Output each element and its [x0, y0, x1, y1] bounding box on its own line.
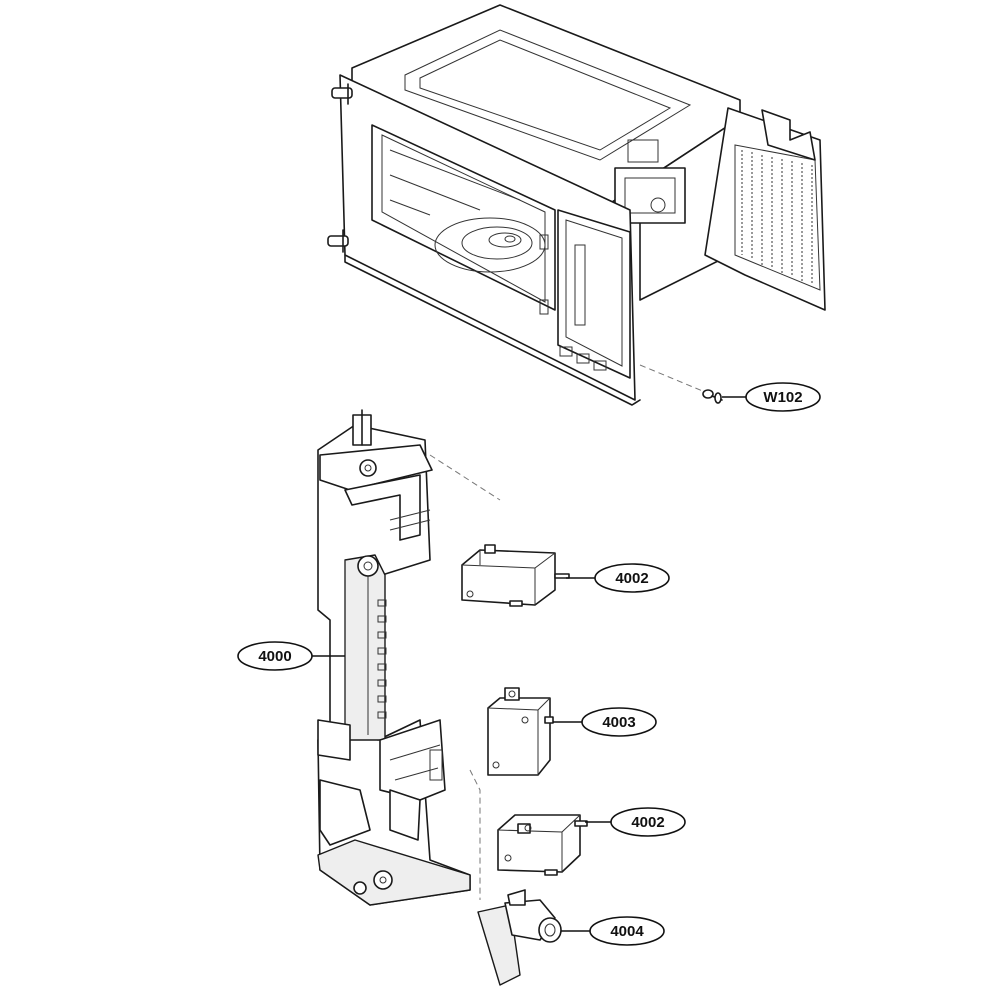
callout-4000-label: 4000: [258, 648, 291, 665]
callout-4000: 4000: [237, 641, 345, 671]
callout-4003: 4003: [553, 707, 657, 737]
callout-4002-lower-label: 4002: [631, 814, 664, 831]
callout-4004: 4004: [561, 916, 665, 946]
vent-grille: [741, 150, 813, 285]
callout-4003-label: 4003: [602, 714, 635, 731]
callout-w102-label: W102: [763, 389, 802, 406]
microwave-cavity-assembly: [327, 4, 826, 406]
callout-w102: W102: [722, 382, 821, 412]
switch-4003-part: [487, 687, 554, 776]
callout-4002-upper: 4002: [566, 563, 670, 593]
switch-4002-upper-part: [461, 544, 570, 607]
rack-teeth: [377, 599, 387, 719]
guide-line-upper: [429, 454, 501, 501]
latch-board-part: [317, 409, 471, 906]
lever-4004-part: [477, 889, 562, 986]
switch-4002-lower-part: [497, 814, 588, 876]
guide-line-lower: [469, 769, 481, 900]
screw-w102-part: [702, 389, 723, 404]
callout-4004-label: 4004: [610, 923, 644, 940]
callout-4002-lower: 4002: [585, 807, 686, 837]
callout-4002-upper-label: 4002: [615, 570, 648, 587]
screw-guide-line: [639, 364, 706, 393]
